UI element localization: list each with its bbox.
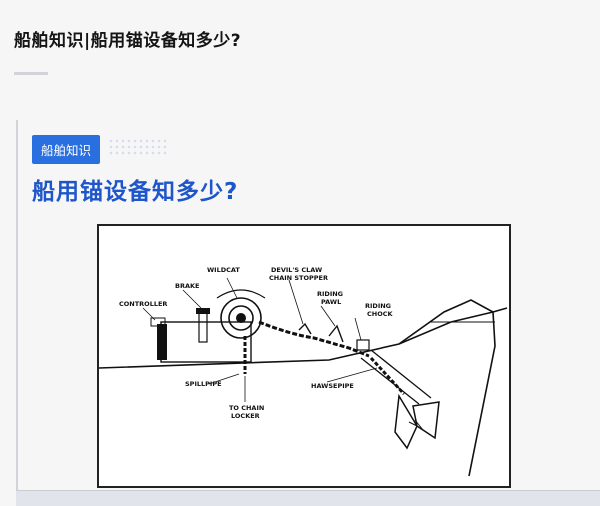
page-title: 船舶知识|船用锚设备知多少?	[14, 31, 242, 51]
label-riding-pawl-2: PAWL	[321, 298, 341, 306]
label-controller: CONTROLLER	[119, 300, 167, 308]
label-spillpipe: SPILLPIPE	[185, 380, 222, 388]
label-riding-chock-2: CHOCK	[367, 310, 394, 318]
decorative-dots	[108, 138, 168, 156]
controller-shape	[157, 324, 167, 360]
label-riding-pawl-1: RIDING	[317, 290, 343, 298]
article-heading: 船用锚设备知多少?	[32, 179, 239, 205]
anchor-equipment-diagram: WILDCAT BRAKE CONTROLLER DEVIL'S CLAW CH…	[97, 224, 511, 488]
anchor-chain	[258, 320, 370, 358]
label-wildcat: WILDCAT	[207, 266, 240, 274]
label-hawsepipe: HAWSEPIPE	[311, 382, 354, 390]
anchor-shape	[394, 393, 418, 450]
title-underline	[14, 72, 48, 75]
left-divider	[16, 120, 18, 505]
deck-line	[99, 307, 508, 369]
riding-pawl-shape	[328, 324, 344, 343]
bow-outline	[398, 299, 496, 477]
next-section-bar	[16, 490, 600, 506]
hawsepipe-shape	[360, 357, 420, 405]
category-badge[interactable]: 船舶知识	[32, 135, 101, 164]
wildcat-shape	[220, 297, 262, 339]
label-devils-claw-1: DEVIL'S CLAW	[271, 266, 322, 274]
label-chain-locker-1: TO CHAIN	[229, 404, 264, 412]
diagram-svg: WILDCAT BRAKE CONTROLLER DEVIL'S CLAW CH…	[99, 266, 508, 477]
label-chain-locker-2: LOCKER	[231, 412, 260, 420]
devils-claw-shape	[298, 322, 312, 335]
label-riding-chock-1: RIDING	[365, 302, 391, 310]
label-devils-claw-2: CHAIN STOPPER	[269, 274, 328, 282]
riding-chock-shape	[356, 339, 370, 351]
brake-shape	[198, 311, 208, 343]
label-brake: BRAKE	[175, 282, 199, 290]
